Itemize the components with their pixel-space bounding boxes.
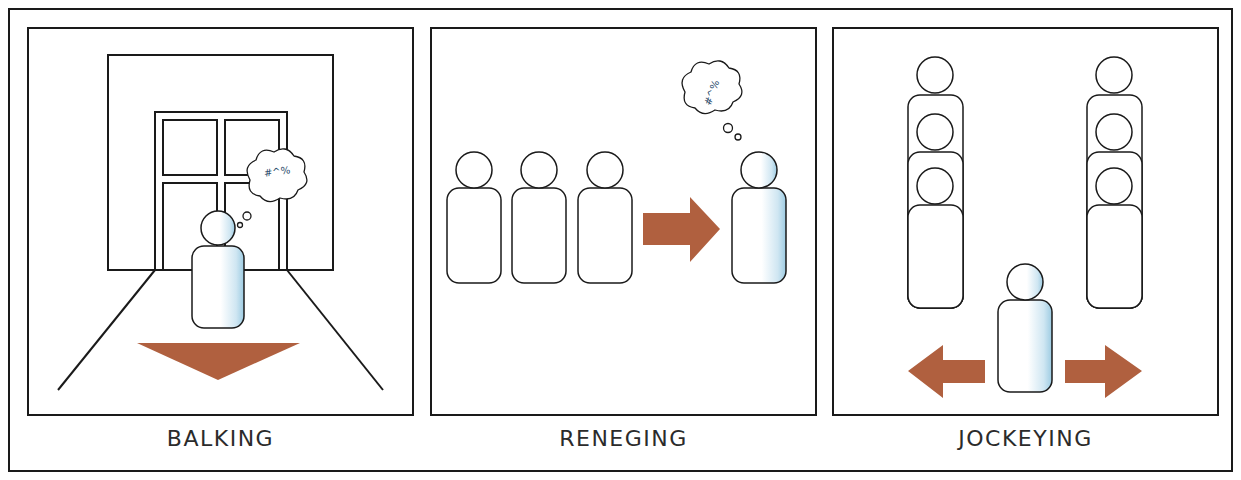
panel-caption: JOCKEYING [834, 426, 1217, 451]
left-arrow [908, 345, 985, 398]
person-figure [732, 152, 786, 283]
leave-arrow [643, 197, 720, 262]
outer-frame [9, 9, 1232, 471]
person-figure [192, 211, 244, 328]
door-scene [58, 55, 383, 390]
panel-caption: BALKING [29, 426, 412, 451]
grawlix-text: #^% [263, 164, 291, 180]
grawlix-text: #^% [702, 79, 722, 108]
person-figure [998, 264, 1052, 392]
illustration-panel: JOCKEYING [832, 27, 1219, 416]
direction-arrow [137, 343, 300, 380]
illustration-panel: BALKING [27, 27, 414, 416]
queue-column [1087, 57, 1142, 308]
queue-column [908, 57, 963, 308]
right-arrow [1065, 345, 1142, 398]
thought-bubble [682, 61, 742, 140]
queue-people [447, 152, 632, 283]
illustration-panel: RENEGING [430, 27, 817, 416]
thought-bubble [238, 149, 307, 228]
panel-caption: RENEGING [432, 426, 815, 451]
